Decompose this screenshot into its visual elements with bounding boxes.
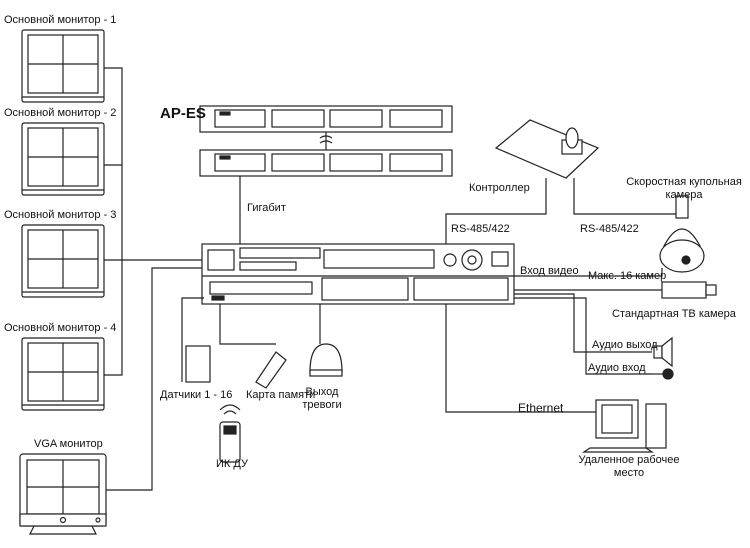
dvr-unit [201,243,515,305]
ap-es-unit-top [199,105,453,133]
monitor-4-label: Основной монитор - 4 [4,322,117,334]
rs485-left-label: RS-485/422 [451,223,510,235]
video-input-cable-4 [514,297,652,375]
ethernet-label: Ethernet [518,401,564,415]
monitor-2 [21,122,105,196]
ptz-controller [494,119,600,179]
microphone [652,368,674,380]
sensors-label: Датчики 1 - 16 [160,389,233,401]
ir-remote [219,404,241,463]
standard-tv-camera [661,281,717,299]
ap-es-unit-bottom [199,149,453,177]
ethernet-cable [445,304,596,413]
ir-remote-label: ИК ДУ [216,458,248,470]
video-in-label: Вход видео [520,265,579,277]
video-input-cable-1 [514,268,663,277]
workstation-label-line2: место [613,467,645,479]
speed-dome-label-line2: камера [665,189,703,201]
ap-es-label: AP-ES [160,105,206,122]
rs485-cable-right [573,178,682,215]
vga-monitor-label: VGA монитор [34,438,103,450]
sensor-cable [181,297,204,382]
monitor-2-label: Основной монитор - 2 [4,107,117,119]
monitor-1-label: Основной монитор - 1 [4,14,117,26]
ap-es-link [319,132,333,150]
vga-monitor [19,453,107,535]
monitor-cables [104,67,202,491]
tv-camera-label: Стандартная ТВ камера [612,308,736,320]
audio-in-label: Аудио вход [588,362,646,374]
rs485-right-label: RS-485/422 [580,223,639,235]
audio-out-label: Аудио выход [592,339,658,351]
monitor-3 [21,224,105,298]
memory-card [255,351,287,389]
memory-card-cable [219,304,276,345]
alarm-out-label-line1: Выход [305,386,339,398]
sensor-box [185,345,211,383]
alarm-device [309,343,343,377]
monitor-3-label: Основной монитор - 3 [4,209,117,221]
speaker [653,336,673,368]
monitor-4 [21,337,105,411]
remote-workstation [582,399,667,453]
alarm-out-label-line2: тревоги [302,399,342,411]
memory-card-label: Карта памяти [246,389,316,401]
speed-dome-label-line1: Скоростная купольная [626,176,742,188]
speed-dome-camera [659,195,705,273]
max-cameras-label: Макс. 16 камер [588,270,667,282]
workstation-label-line1: Удаленное рабочее [578,454,680,466]
controller-label: Контроллер [469,182,530,194]
video-input-cable-3 [514,293,652,353]
monitor-1 [21,29,105,103]
gigabit-label: Гигабит [247,202,286,214]
rs485-cable-left [445,178,547,244]
